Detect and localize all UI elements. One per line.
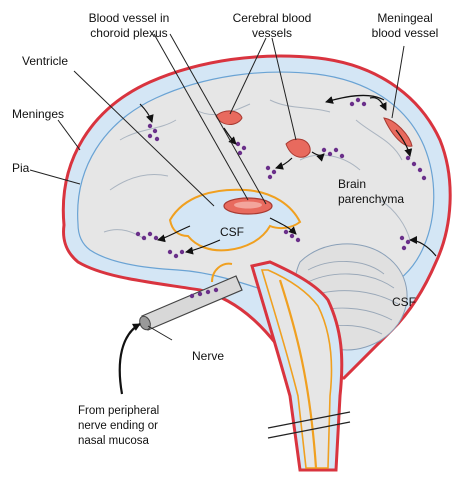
label-pia: Pia xyxy=(12,161,30,175)
label-nerve: Nerve xyxy=(192,349,224,363)
label-choroid-vessel-line2: choroid plexus xyxy=(90,26,167,40)
label-meninges: Meninges xyxy=(12,107,64,121)
label-peripheral-line1: From peripheral xyxy=(78,405,159,417)
label-cerebral-vessels-line2: vessels xyxy=(252,26,292,40)
label-meningeal-vessel-line2: blood vessel xyxy=(372,26,439,40)
label-brain-parenchyma-line1: Brain xyxy=(338,177,366,191)
label-choroid-vessel-line1: Blood vessel in xyxy=(89,11,170,25)
label-ventricle: Ventricle xyxy=(22,54,68,68)
choroid-vessel-lumen xyxy=(234,202,262,209)
peripheral-arrow xyxy=(120,324,140,394)
label-csf-cisterna: CSF xyxy=(392,295,416,309)
label-brain-parenchyma-line2: parenchyma xyxy=(338,192,404,206)
label-peripheral-line3: nasal mucosa xyxy=(78,435,150,447)
label-peripheral-line2: nerve ending or xyxy=(78,420,158,432)
label-meningeal-vessel-line1: Meningeal xyxy=(377,11,432,25)
label-csf-ventricle: CSF xyxy=(220,225,244,239)
label-cerebral-vessels-line1: Cerebral blood xyxy=(233,11,312,25)
